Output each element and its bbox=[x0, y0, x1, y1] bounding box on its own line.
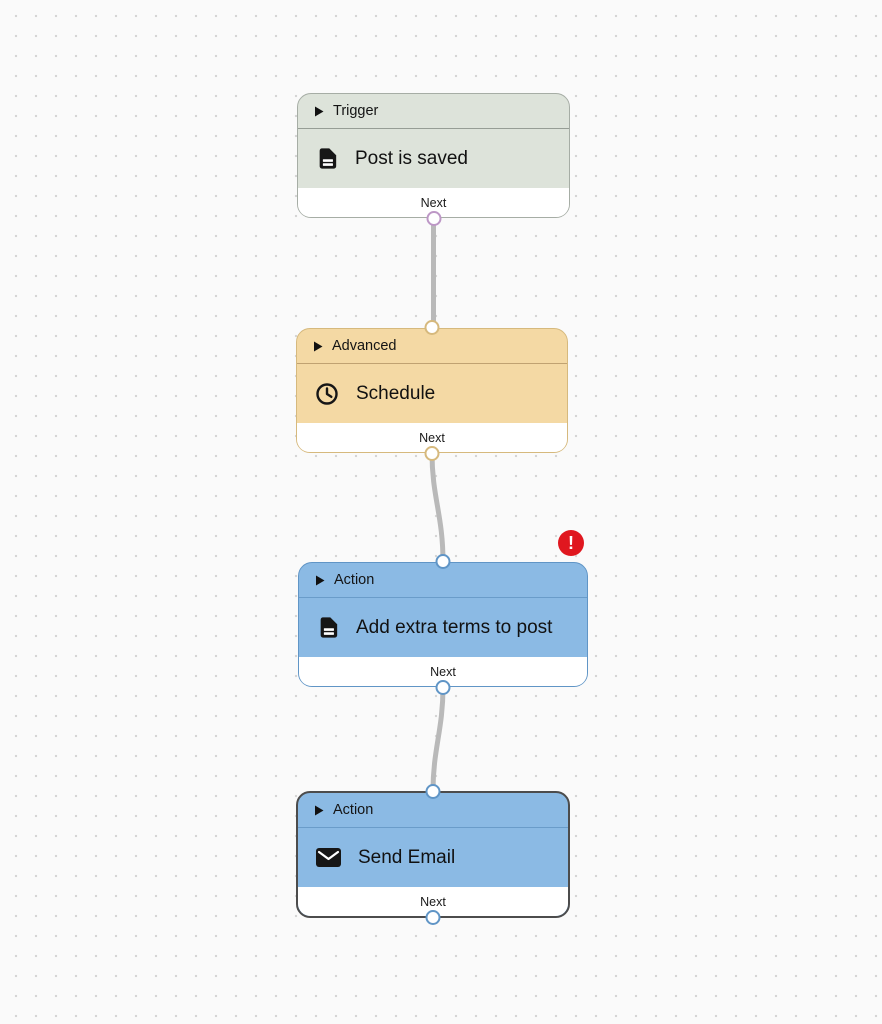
node-type-label: Advanced bbox=[332, 338, 397, 354]
input-port[interactable] bbox=[435, 554, 451, 569]
edge-action1-to-action2 bbox=[430, 684, 446, 794]
node-trigger[interactable]: Trigger Post is saved Next bbox=[297, 93, 570, 226]
node-type-label: Trigger bbox=[333, 103, 379, 119]
next-label: Next bbox=[419, 430, 445, 445]
node-header[interactable]: Action bbox=[299, 563, 587, 598]
next-label: Next bbox=[430, 664, 456, 679]
node-type-label: Action bbox=[334, 572, 375, 588]
node-header[interactable]: Trigger bbox=[298, 94, 569, 129]
error-badge-icon[interactable]: ! bbox=[558, 530, 584, 556]
node-title: Add extra terms to post bbox=[356, 616, 553, 638]
edge-advanced-to-action1 bbox=[429, 450, 446, 565]
node-action-send-email[interactable]: Action Send Email Next bbox=[296, 784, 570, 925]
node-header[interactable]: Action bbox=[298, 793, 568, 828]
output-port[interactable] bbox=[425, 910, 441, 925]
node-body[interactable]: Schedule bbox=[297, 364, 567, 423]
document-icon bbox=[317, 616, 339, 639]
document-icon bbox=[316, 147, 338, 170]
collapse-arrow-icon[interactable] bbox=[314, 106, 324, 117]
input-port[interactable] bbox=[424, 320, 440, 335]
output-port[interactable] bbox=[435, 680, 451, 695]
node-title: Schedule bbox=[356, 382, 436, 404]
node-body[interactable]: Send Email bbox=[298, 828, 568, 887]
input-port[interactable] bbox=[425, 784, 441, 799]
output-port[interactable] bbox=[426, 211, 441, 226]
next-label: Next bbox=[420, 195, 447, 210]
node-advanced-schedule[interactable]: Advanced Schedule Next bbox=[296, 320, 568, 461]
node-body[interactable]: Add extra terms to post bbox=[299, 598, 587, 657]
output-port[interactable] bbox=[424, 446, 440, 461]
node-type-label: Action bbox=[333, 802, 374, 818]
node-header[interactable]: Advanced bbox=[297, 329, 567, 364]
node-title: Post is saved bbox=[355, 147, 468, 169]
collapse-arrow-icon[interactable] bbox=[313, 341, 323, 352]
collapse-arrow-icon[interactable] bbox=[315, 575, 325, 586]
node-body[interactable]: Post is saved bbox=[298, 129, 569, 188]
node-action-add-extra-terms[interactable]: Action Add extra terms to post Next bbox=[298, 554, 588, 695]
collapse-arrow-icon[interactable] bbox=[314, 805, 324, 816]
next-label: Next bbox=[420, 894, 446, 909]
node-title: Send Email bbox=[358, 846, 456, 868]
clock-icon bbox=[315, 382, 339, 406]
email-icon bbox=[316, 848, 341, 867]
